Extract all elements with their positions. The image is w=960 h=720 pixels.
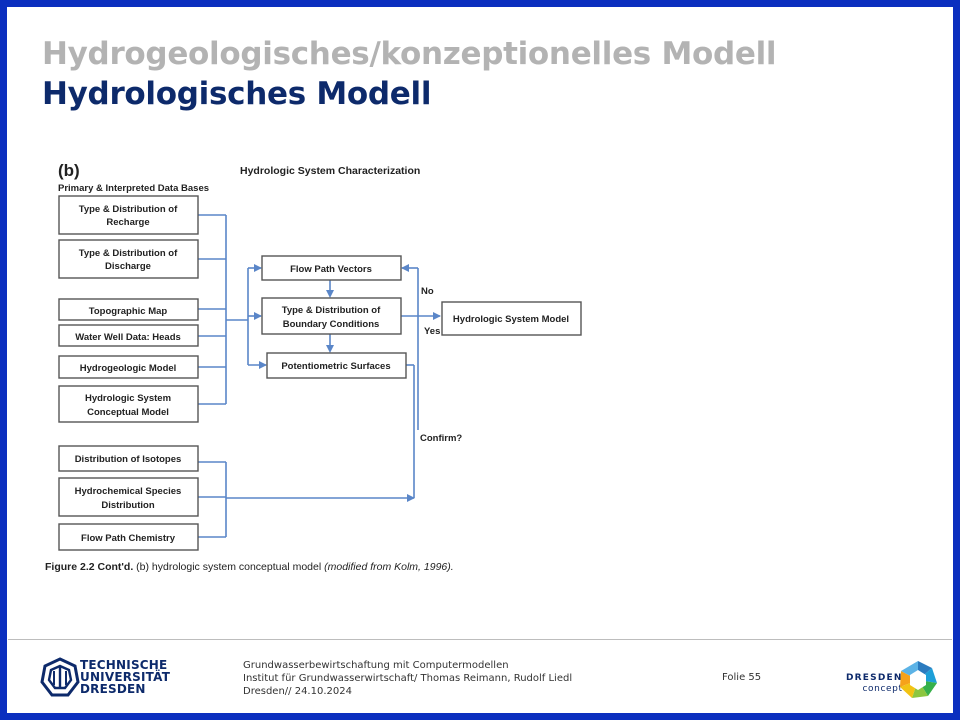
connector-lines (198, 214, 440, 538)
input-box-recharge: Type & Distribution of Recharge (58, 195, 199, 235)
slide-title-primary: Hydrologisches Modell (42, 76, 432, 112)
input-box-hydrochemical-species: Hydrochemical Species Distribution (58, 477, 199, 517)
university-line: UNIVERSITÄT (80, 670, 171, 684)
footer-course: Grundwasserbewirtschaftung mit Computerm… (243, 660, 509, 671)
input-label: Flow Path Chemistry (81, 533, 176, 544)
footer-place-date: Dresden// 24.10.2024 (243, 686, 352, 697)
university-line: DRESDEN (80, 682, 146, 696)
input-box-topographic-map: Topographic Map (58, 298, 199, 321)
input-box-water-well-data: Water Well Data: Heads (58, 324, 199, 347)
label-no: No (421, 286, 434, 297)
output-label: Hydrologic System Model (453, 314, 569, 325)
figure-header: Hydrologic System Characterization (240, 165, 420, 177)
input-label: Hydrogeologic Model (80, 363, 177, 374)
caption-text: (b) hydrologic system conceptual model (133, 561, 324, 573)
university-line: TECHNISCHE (80, 658, 168, 672)
label-confirm: Confirm? (420, 433, 462, 444)
input-label: Type & Distribution of (79, 204, 178, 215)
dresden-concept-name: DRESDEN concept (846, 673, 903, 695)
input-label: Discharge (105, 261, 151, 272)
panel-label: (b) (58, 161, 80, 180)
input-box-discharge: Type & Distribution of Discharge (58, 239, 199, 279)
middle-label: Potentiometric Surfaces (281, 361, 390, 372)
slide-number: Folie 55 (722, 672, 762, 683)
middle-label: Boundary Conditions (283, 319, 380, 330)
caption-bold: Figure 2.2 Cont'd. (45, 561, 133, 573)
input-box-hydrogeologic-model: Hydrogeologic Model (58, 355, 199, 379)
middle-box-boundary-conditions: Type & Distribution of Boundary Conditio… (261, 297, 402, 335)
input-label: Water Well Data: Heads (75, 332, 181, 343)
footer-divider (8, 639, 952, 640)
middle-box-flow-path-vectors: Flow Path Vectors (261, 255, 402, 281)
partner-name: DRESDEN (846, 673, 903, 683)
input-label: Distribution (101, 500, 154, 511)
university-name: TECHNISCHE UNIVERSITÄT DRESDEN (80, 659, 170, 695)
middle-label: Type & Distribution of (282, 305, 381, 316)
input-label: Hydrochemical Species (75, 486, 182, 497)
partner-sub: concept (862, 684, 903, 694)
footer-institute: Institut für Grundwasserwirtschaft/ Thom… (243, 673, 573, 684)
input-label: Hydrologic System (85, 393, 171, 404)
label-yes: Yes (424, 326, 440, 337)
input-label: Recharge (106, 217, 149, 228)
dresden-concept-logo-icon (900, 661, 937, 698)
input-box-isotopes: Distribution of Isotopes (58, 445, 199, 472)
input-label: Conceptual Model (87, 407, 169, 418)
middle-label: Flow Path Vectors (290, 264, 372, 275)
input-label: Distribution of Isotopes (75, 454, 182, 465)
output-box-hydrologic-system-model: Hydrologic System Model (441, 301, 582, 336)
input-box-conceptual-model: Hydrologic System Conceptual Model (58, 385, 199, 423)
tu-dresden-logo-icon (40, 657, 80, 697)
arrow-heads (254, 264, 441, 502)
data-bases-label: Primary & Interpreted Data Bases (58, 183, 209, 194)
slide-title-secondary: Hydrogeologisches/konzeptionelles Modell (42, 36, 777, 72)
middle-box-potentiometric-surfaces: Potentiometric Surfaces (266, 352, 407, 379)
footer-info: Grundwasserbewirtschaftung mit Computerm… (243, 659, 572, 698)
input-box-flow-path-chemistry: Flow Path Chemistry (58, 523, 199, 551)
input-label: Type & Distribution of (79, 248, 178, 259)
figure-caption: Figure 2.2 Cont'd. (b) hydrologic system… (45, 561, 454, 573)
input-label: Topographic Map (89, 306, 168, 317)
caption-italic: (modified from Kolm, 1996). (324, 561, 454, 573)
